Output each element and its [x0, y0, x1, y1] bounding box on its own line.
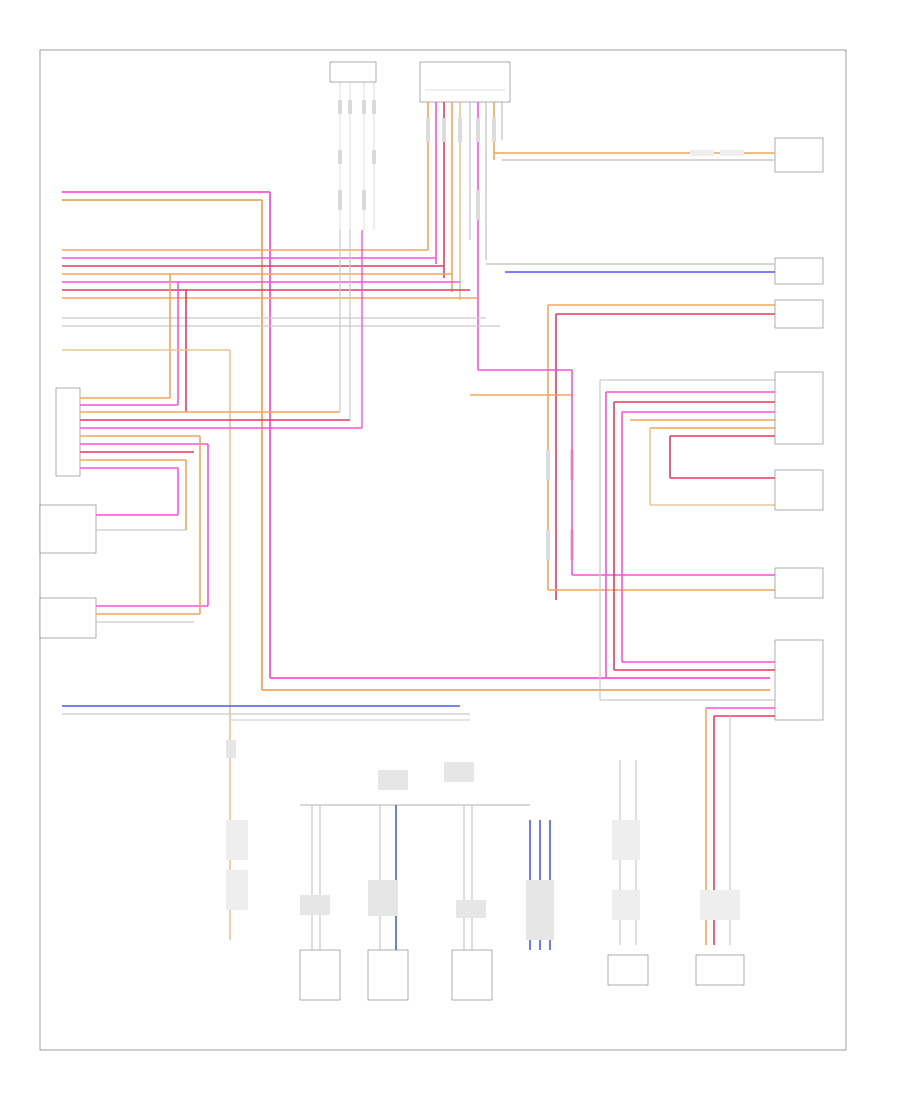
top-center-wire-drops [426, 102, 503, 370]
left-connector-block [55, 230, 363, 477]
right-bus-wires [470, 304, 775, 700]
top-left-connector [329, 61, 377, 230]
left-module-lower [39, 436, 209, 639]
left-module-upper [39, 460, 187, 554]
top-center-connector [419, 61, 511, 103]
top-right-module [494, 137, 824, 173]
right-modules [774, 299, 824, 721]
bottom-bus-wires [62, 705, 740, 950]
left-trunk-wires [62, 191, 770, 940]
bottom-modules [299, 949, 745, 1001]
right-module-2 [486, 257, 824, 285]
